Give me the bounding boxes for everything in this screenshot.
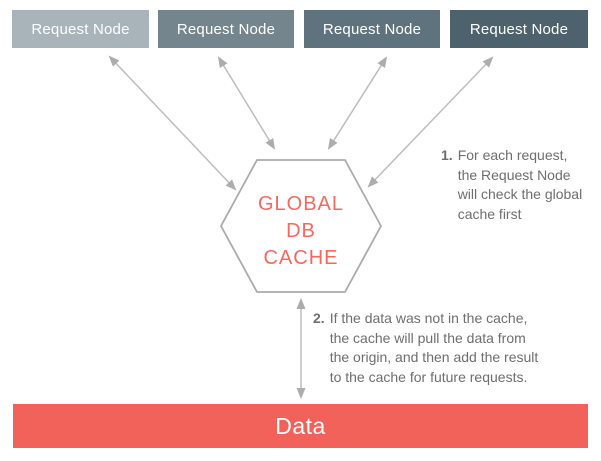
request-node-label: Request Node	[322, 20, 422, 38]
request-node-box-4: Request Node	[450, 10, 588, 48]
hex-label-line: DB	[286, 220, 316, 242]
annotation-text: For each request, the Request Node will …	[457, 147, 583, 222]
data-origin-bar: Data	[13, 404, 588, 448]
hex-label-line: GLOBAL	[257, 193, 345, 215]
data-bar-label: Data	[275, 412, 326, 439]
annotation-text: If the data was not in the cache, the ca…	[329, 310, 539, 385]
request-node-box-3: Request Node	[304, 10, 440, 48]
annotation-number: 2.	[313, 310, 325, 326]
request-node-label: Request Node	[469, 20, 569, 38]
annotation-number: 1.	[441, 147, 453, 163]
request-node-box-2: Request Node	[158, 10, 294, 48]
hex-label-line: CACHE	[263, 247, 339, 269]
arrow-node2-cache-icon	[217, 56, 276, 150]
arrow-node1-cache-icon	[108, 55, 237, 191]
annotation-step-1: 1. For each request, the Request Node wi…	[441, 146, 599, 224]
arrow-node3-cache-icon	[327, 56, 388, 150]
hexagon-outline	[219, 159, 383, 293]
request-node-label: Request Node	[31, 20, 130, 38]
annotation-step-2: 2. If the data was not in the cache, the…	[313, 309, 575, 387]
request-node-box-1: Request Node	[12, 10, 149, 48]
request-node-label: Request Node	[176, 20, 276, 38]
arrow-node4-cache-icon	[367, 56, 494, 188]
global-db-cache-label: GLOBAL DB CACHE	[231, 191, 371, 272]
